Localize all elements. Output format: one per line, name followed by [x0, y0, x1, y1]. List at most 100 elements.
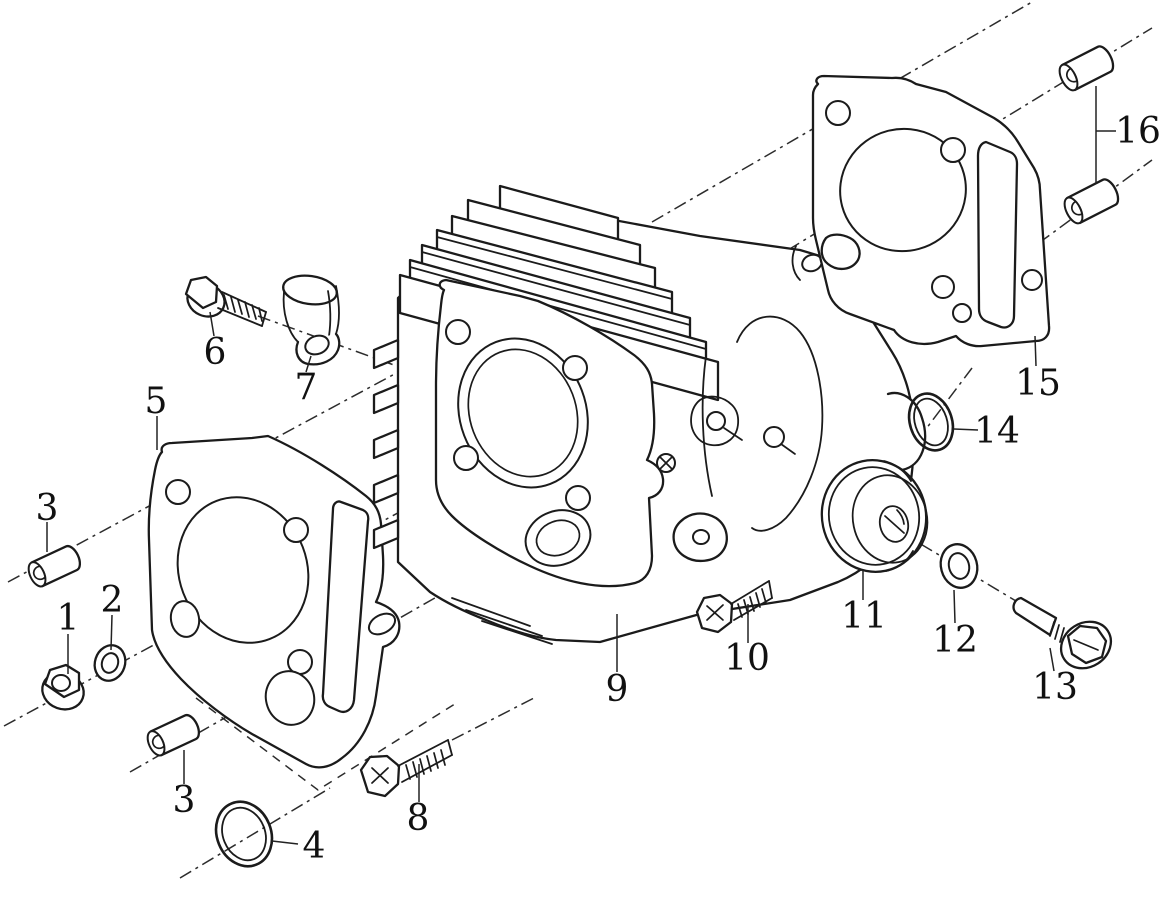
- cylinder-block: [372, 184, 927, 645]
- head-gasket-hole-tl: [825, 100, 851, 126]
- dowel-pin-end: [146, 730, 166, 757]
- roller-tread-top: [883, 460, 912, 482]
- front-face-hole-br: [565, 485, 591, 511]
- cylinder-head-gasket: [811, 74, 1051, 348]
- fin-edge-line-a: [421, 251, 691, 326]
- cylinder-bore-inner: [467, 348, 579, 478]
- callout-label-11: 11: [841, 596, 887, 637]
- side-screw-cross: [659, 456, 673, 470]
- left-fin-4: [372, 473, 400, 505]
- axis-oring4: [179, 787, 331, 879]
- cam-chain-roller: [820, 459, 929, 573]
- bolt8-threads: [405, 749, 446, 780]
- washer12-inner: [947, 552, 971, 580]
- callout-label-4: 4: [303, 826, 326, 867]
- cylinder-side-face: [656, 245, 927, 563]
- clamp-right-edge: [335, 285, 340, 335]
- callout-label-14: 14: [974, 411, 1020, 452]
- nut-bore: [51, 674, 71, 692]
- lower-fin-line-2: [465, 609, 543, 637]
- bolt8-phillips: [371, 767, 389, 784]
- cylinder-bore-outer: [457, 337, 589, 489]
- callout-label-7: 7: [295, 367, 318, 408]
- bolt10-shank-top: [730, 580, 770, 605]
- side-boss-1-hole: [706, 411, 726, 431]
- hex-bolt-10: [695, 580, 773, 634]
- left-fin-1: [372, 338, 400, 370]
- base-gasket-opening-bottom: [264, 670, 316, 726]
- front-face-hole-tl: [445, 319, 471, 345]
- cylinder-base-gasket: [147, 434, 401, 769]
- callout-label-3a: 3: [36, 488, 59, 529]
- callout-labels: 1 2 3 3 4 5 6 7 8 9 10 11 12 13 14 15 16: [36, 111, 1161, 867]
- o-ring-14: [907, 392, 955, 452]
- base-gasket-hole-tab: [367, 612, 397, 636]
- bolt13-threads: [1049, 621, 1075, 649]
- oring14-outer: [907, 392, 955, 452]
- leader-16-bracket: [1095, 86, 1116, 184]
- bolt10-phillips: [706, 604, 724, 621]
- callout-label-5: 5: [145, 381, 168, 422]
- callout-label-1: 1: [57, 598, 80, 639]
- oring4-outer: [214, 800, 274, 868]
- bolt6-tip: [261, 311, 267, 327]
- roller-tread-bottom: [885, 550, 914, 572]
- lower-fin-line-1: [451, 597, 531, 627]
- bolt6-hex-head: [184, 275, 219, 310]
- bolt8-tip: [447, 739, 453, 756]
- oring4-inner: [221, 806, 267, 862]
- hex-bolt-8: [359, 739, 453, 798]
- callout-label-13: 13: [1032, 667, 1078, 708]
- head-gasket-cam-slot: [976, 140, 1019, 329]
- dowel-pin-bore: [1066, 67, 1078, 83]
- cam-tunnel-ridge: [736, 315, 824, 532]
- bolt6-threads: [223, 294, 263, 322]
- cylinder-spigot-inner: [535, 519, 581, 557]
- left-fin-3: [372, 428, 400, 460]
- head-gasket-hole-mid: [940, 137, 966, 163]
- dowel-pin-end: [1063, 196, 1084, 225]
- roller-hub-slot: [884, 509, 905, 534]
- callout-label-15: 15: [1015, 363, 1061, 404]
- callout-label-12: 12: [932, 620, 978, 661]
- dowel-pin-end: [27, 561, 47, 588]
- left-fin-5: [372, 518, 400, 550]
- clamp-left-edge: [282, 291, 299, 343]
- bolt13-shank: [1012, 596, 1058, 637]
- callout-label-8: 8: [407, 798, 430, 839]
- side-boss-1-outline: [690, 395, 740, 447]
- washer-inner: [100, 652, 120, 674]
- o-ring-bottom: [214, 800, 274, 868]
- axis-bolt8: [451, 697, 535, 741]
- head-gasket-hole-br: [1021, 269, 1043, 291]
- cam-chain-guide-clamp: [282, 274, 341, 366]
- callout-label-3b: 3: [173, 780, 196, 821]
- dowel-pin-upper-left: [27, 544, 82, 588]
- leader-15: [1034, 335, 1037, 367]
- base-gasket-cam-slot: [321, 500, 370, 713]
- lower-fin-line-3: [481, 620, 553, 645]
- clamp-hole: [304, 334, 330, 356]
- left-side-fins: [372, 338, 400, 550]
- leader-6: [209, 311, 215, 337]
- leader-12: [953, 589, 956, 624]
- head-gasket-hole-bc2: [952, 303, 972, 323]
- callout-label-16: 16: [1115, 111, 1161, 152]
- fin-edge-line-b: [409, 266, 707, 350]
- side-boss-2-stub: [780, 443, 796, 455]
- callout-label-10: 10: [724, 638, 770, 679]
- leader-2: [110, 614, 113, 651]
- axis-bolt6-clamp7: [257, 315, 431, 379]
- bolt8-shank-top: [397, 739, 449, 767]
- bolt10-threads: [737, 588, 767, 618]
- plain-washer: [93, 644, 127, 682]
- dowel-pin-bore: [32, 565, 46, 581]
- leader-14: [953, 428, 979, 431]
- front-face-hole-bl: [453, 445, 479, 471]
- side-boss-1-stub: [723, 427, 743, 441]
- flange-nut: [41, 663, 85, 711]
- bolt10-tip: [768, 580, 773, 599]
- leader-13: [1049, 647, 1055, 672]
- side-lug: [886, 391, 927, 472]
